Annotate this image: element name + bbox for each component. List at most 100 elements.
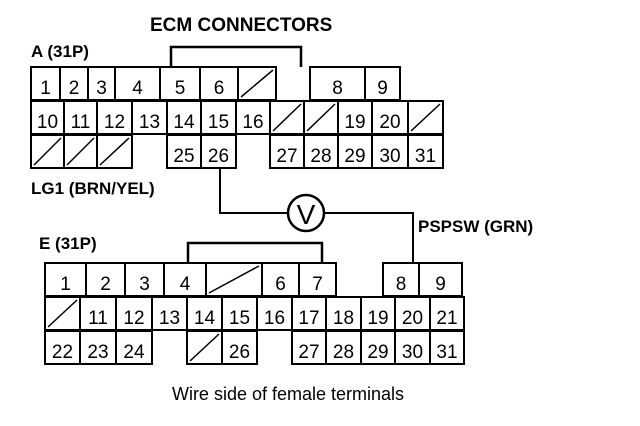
pin-cell-border bbox=[166, 134, 202, 169]
connector-a-lock-tab bbox=[169, 45, 303, 67]
pin-cell-border bbox=[298, 262, 337, 297]
pin-cell: 31 bbox=[429, 330, 465, 365]
pin-cell: 6 bbox=[261, 262, 300, 297]
pin-cell: 1 bbox=[44, 262, 87, 297]
pin-cell: 18 bbox=[325, 296, 362, 331]
pin-cell-border bbox=[186, 296, 223, 331]
pin-cell: 2 bbox=[85, 262, 126, 297]
pin-cell-border bbox=[221, 330, 258, 365]
pin-number: 21 bbox=[436, 308, 457, 329]
pin-cell bbox=[303, 100, 339, 135]
pin-cell bbox=[269, 100, 305, 135]
pin-cell: 2 bbox=[59, 66, 89, 101]
pin-cell-border bbox=[429, 330, 465, 365]
pin-cell: 23 bbox=[79, 330, 117, 365]
pin-number: 1 bbox=[40, 78, 51, 99]
pin-number: 28 bbox=[333, 342, 354, 363]
pin-cell: 15 bbox=[221, 296, 258, 331]
pin-cell-border bbox=[325, 330, 362, 365]
pin-cell: 6 bbox=[199, 66, 239, 101]
pin-cell-border bbox=[371, 134, 409, 169]
pin-number: 26 bbox=[208, 146, 229, 167]
pin-cell-border bbox=[235, 100, 271, 135]
pin-cell: 3 bbox=[124, 262, 165, 297]
wire-lg1 bbox=[219, 168, 287, 214]
pin-cell: 19 bbox=[337, 100, 373, 135]
connector-a-label: A (31P) bbox=[31, 42, 89, 61]
pin-cell: 31 bbox=[407, 134, 444, 169]
pin-number: 19 bbox=[367, 308, 388, 329]
unused-pin-slash bbox=[306, 103, 336, 132]
pin-number: 10 bbox=[37, 112, 58, 133]
pin-number: 29 bbox=[344, 146, 365, 167]
pin-cell-border bbox=[166, 100, 202, 135]
pin-cell: 14 bbox=[166, 100, 202, 135]
pin-cell: 25 bbox=[166, 134, 202, 169]
pin-cell-border bbox=[303, 134, 339, 169]
pin-number: 19 bbox=[344, 112, 365, 133]
unused-pin-slash bbox=[33, 137, 62, 166]
pin-number: 27 bbox=[276, 146, 297, 167]
pin-number: 7 bbox=[312, 274, 323, 295]
diagram-title: ECM CONNECTORS bbox=[150, 15, 332, 36]
pin-number: 5 bbox=[175, 78, 186, 99]
pin-cell: 27 bbox=[291, 330, 327, 365]
pin-cell: 8 bbox=[382, 262, 420, 297]
pin-cell: 29 bbox=[360, 330, 396, 365]
pin-cell-border bbox=[124, 262, 165, 297]
pin-cell bbox=[407, 100, 444, 135]
pin-cell-border bbox=[418, 262, 463, 297]
pin-cell: 16 bbox=[235, 100, 271, 135]
pin-cell: 14 bbox=[186, 296, 223, 331]
pin-cell bbox=[44, 296, 81, 331]
pin-cell-border bbox=[360, 296, 396, 331]
pin-cell: 22 bbox=[44, 330, 81, 365]
pin-number: 20 bbox=[379, 112, 400, 133]
pin-number: 13 bbox=[139, 112, 160, 133]
pin-cell: 20 bbox=[394, 296, 431, 331]
pin-number: 3 bbox=[139, 274, 150, 295]
pin-cell-border bbox=[337, 100, 373, 135]
pin-cell: 12 bbox=[115, 296, 153, 331]
pin-number: 6 bbox=[275, 274, 286, 295]
pin-number: 26 bbox=[229, 342, 250, 363]
pin-cell: 17 bbox=[291, 296, 327, 331]
pin-number: 11 bbox=[88, 308, 108, 329]
pin-cell: 30 bbox=[394, 330, 431, 365]
pin-cell: 7 bbox=[298, 262, 337, 297]
pin-number: 22 bbox=[52, 342, 73, 363]
connector-e-label: E (31P) bbox=[39, 234, 97, 253]
pin-cell: 5 bbox=[159, 66, 201, 101]
pin-cell-border bbox=[394, 296, 431, 331]
pin-cell: 29 bbox=[337, 134, 373, 169]
pin-cell-border bbox=[115, 330, 153, 365]
pin-cell: 4 bbox=[114, 66, 161, 101]
pin-number: 6 bbox=[214, 78, 225, 99]
pin-number: 29 bbox=[367, 342, 388, 363]
pin-number: 17 bbox=[298, 308, 319, 329]
pin-number: 1 bbox=[60, 274, 71, 295]
pin-cell-border bbox=[407, 134, 444, 169]
pin-number: 8 bbox=[396, 274, 407, 295]
pin-cell-border bbox=[337, 134, 373, 169]
pin-cell-border bbox=[382, 262, 420, 297]
pin-number: 3 bbox=[96, 78, 107, 99]
pin-number: 15 bbox=[229, 308, 250, 329]
pin-cell-border bbox=[85, 262, 126, 297]
wire-label-pspsw: PSPSW (GRN) bbox=[418, 217, 533, 236]
pin-cell bbox=[205, 262, 263, 297]
pin-cell: 1 bbox=[30, 66, 61, 101]
pin-number: 20 bbox=[402, 308, 423, 329]
unused-pin-slash bbox=[240, 69, 274, 98]
pin-number: 9 bbox=[377, 78, 388, 99]
pin-cell-border bbox=[221, 296, 258, 331]
wire-label-lg1: LG1 (BRN/YEL) bbox=[31, 179, 155, 198]
unused-pin-slash bbox=[410, 103, 441, 132]
pin-number: 12 bbox=[123, 308, 144, 329]
pin-number: 4 bbox=[180, 274, 191, 295]
pin-number: 12 bbox=[104, 112, 125, 133]
diagram-caption: Wire side of female terminals bbox=[172, 384, 404, 404]
